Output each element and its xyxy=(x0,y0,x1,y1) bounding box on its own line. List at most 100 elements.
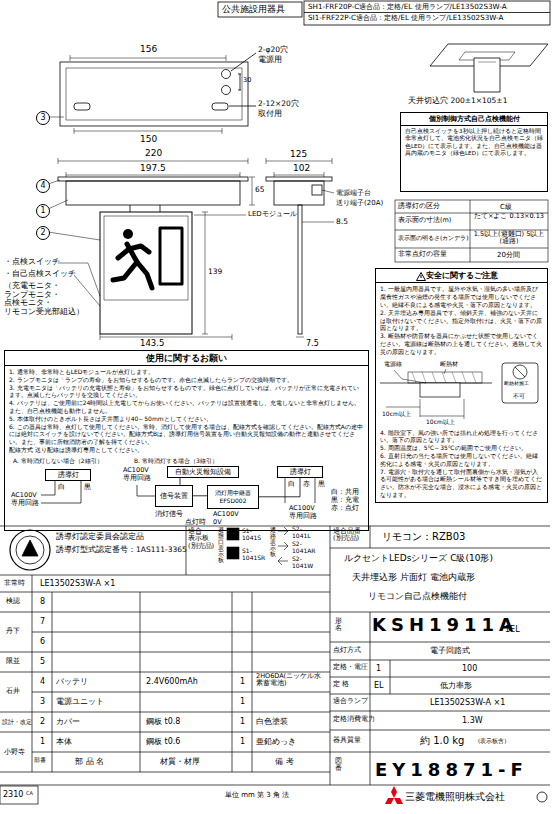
label: 表示面の明るさ(カンデラ) xyxy=(398,235,469,242)
box-heading: 安全に関するご注意 xyxy=(376,271,547,283)
note-text: 1. 一般屋内用器具です。屋外や水気・湿気の多い場所及び腐食性ガスや油煙の発生す… xyxy=(380,285,543,308)
label: たて×よこ 0.13×0.13 xyxy=(472,213,546,220)
title-block xyxy=(330,612,550,613)
label: AC100V xyxy=(213,511,239,518)
label: 三菱電機照明株式会社 xyxy=(405,791,505,803)
note-text: B. 常時消灯する場合（3線引） xyxy=(134,457,218,464)
sign-symbols xyxy=(227,527,288,565)
label: 30 xyxy=(243,77,251,84)
label: 検認 xyxy=(6,597,20,605)
label: 8 xyxy=(40,597,45,606)
spec-table xyxy=(395,200,548,262)
label: 20分間 xyxy=(497,251,520,259)
wiring-figure xyxy=(464,399,465,419)
side-view xyxy=(312,185,322,195)
box-text: 自動火災報知設備 xyxy=(175,468,231,476)
label: 0V xyxy=(213,519,222,526)
label: 2HO6DA(ニッケル水素蓄電池) xyxy=(256,673,328,688)
side-view xyxy=(322,190,334,193)
exit-pictogram xyxy=(129,246,149,252)
label: 限並 xyxy=(6,657,20,665)
label: 2.4V600mAh xyxy=(146,677,198,686)
wire-connector xyxy=(180,478,181,485)
callout-number: 1 xyxy=(36,204,50,218)
label: 定 格 xyxy=(333,681,349,688)
front-view xyxy=(104,216,188,300)
label: 部 品 名 xyxy=(75,757,104,766)
label: 部番 xyxy=(34,757,46,764)
label: 4 xyxy=(40,677,45,686)
vertical-label: 通路表示板 xyxy=(270,527,276,557)
sign-symbols xyxy=(278,542,288,550)
label: 2-φ20穴 xyxy=(258,46,288,55)
dimension-line xyxy=(66,175,240,176)
label: 1 xyxy=(240,737,245,746)
leader-line xyxy=(74,275,100,306)
exit-pictogram xyxy=(113,228,182,288)
label: 白色塗装 xyxy=(256,717,288,726)
note-text: 配線方式 送り配線は誘導灯専用としてください。 xyxy=(9,446,364,454)
sign-symbols xyxy=(227,528,239,540)
top-view xyxy=(60,62,248,126)
maker-logo xyxy=(385,798,394,804)
wiring-figure xyxy=(420,383,460,397)
front-view xyxy=(100,212,192,334)
title-block xyxy=(0,785,550,786)
callout-number: 4 xyxy=(36,179,50,193)
label: 1 xyxy=(240,717,245,726)
leader-line xyxy=(48,200,68,209)
title-block xyxy=(32,732,330,733)
ceiling-perspective xyxy=(430,44,548,92)
side-view xyxy=(298,205,302,334)
wiring-figure xyxy=(408,372,482,383)
box-text: 誘導灯 xyxy=(58,471,79,479)
vertical-label: 図番 xyxy=(335,758,342,772)
front-view xyxy=(160,205,161,212)
label: 石井 xyxy=(6,687,20,695)
note-text: 2. 天井埋込み専用器具です。傾斜天井、補強のない天井には取付けないでください。… xyxy=(380,309,543,332)
label: ・自己点検スイッチ xyxy=(4,270,76,279)
maker-logo xyxy=(385,786,403,804)
title-block xyxy=(0,772,330,773)
registered-mark xyxy=(537,792,547,802)
label: 100 xyxy=(462,664,477,673)
top-view xyxy=(238,74,241,75)
certification-logo xyxy=(16,536,44,564)
title-block xyxy=(32,612,330,613)
dimension-line xyxy=(248,158,249,164)
leader-line xyxy=(58,263,100,296)
box-text: EFSD002 xyxy=(219,497,246,505)
front-view xyxy=(130,205,131,212)
title-block xyxy=(32,652,330,653)
label: 電源線 xyxy=(384,361,402,368)
label: 非常時 xyxy=(4,579,25,587)
label: 8.5 xyxy=(336,218,348,227)
label: AC100V xyxy=(123,467,149,474)
exit-pictogram xyxy=(137,262,152,288)
label: 鋼板 t0.8 xyxy=(146,717,180,726)
top-view xyxy=(66,68,242,120)
label: 誘導灯認定委員会認定品 xyxy=(56,533,144,542)
box-text: 信号装置 xyxy=(160,492,188,500)
dimension-line xyxy=(266,161,332,162)
dimension-line xyxy=(100,337,232,338)
maker-logo xyxy=(391,786,397,798)
title-block xyxy=(0,652,32,653)
top-view xyxy=(222,86,231,95)
label: リモコン：RZB03 xyxy=(382,531,465,543)
front-view xyxy=(58,177,248,181)
label: KSH1911A xyxy=(372,615,518,636)
spec-table xyxy=(395,248,548,249)
label: 不可 xyxy=(513,393,525,400)
box-heading: 使用に関するお願い xyxy=(5,353,368,366)
title-block xyxy=(330,711,550,712)
title-block xyxy=(32,712,330,713)
label: S2-1041L xyxy=(292,526,318,540)
title-block xyxy=(32,692,330,693)
device-box: 誘導灯 xyxy=(45,469,91,481)
label: 亜鉛めっき xyxy=(256,737,296,746)
label: CA xyxy=(26,791,33,797)
dimension-line xyxy=(202,212,208,213)
dimension-line xyxy=(232,334,233,340)
